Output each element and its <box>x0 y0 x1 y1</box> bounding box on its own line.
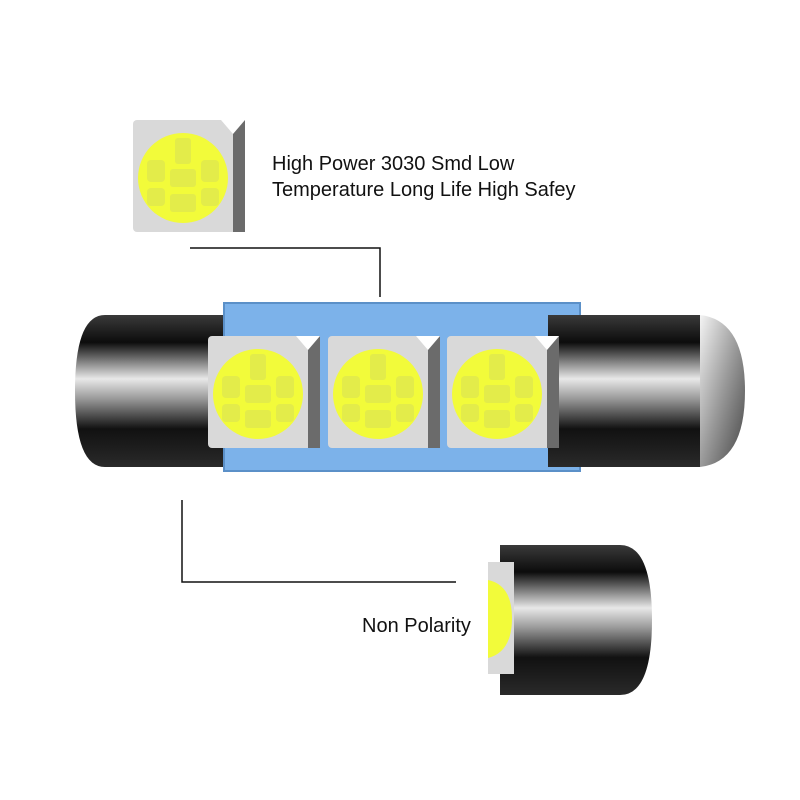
feature-description: High Power 3030 Smd Low Temperature Long… <box>272 151 576 203</box>
feature-line-1: High Power 3030 Smd Low <box>272 153 515 175</box>
left-end-cap <box>75 315 232 467</box>
feature-line-2: Temperature Long Life High Safey <box>272 179 576 201</box>
led-chip-icon <box>208 336 320 448</box>
festoon-bulb <box>75 302 745 472</box>
led-chip-icon <box>328 336 440 448</box>
right-end-cap <box>548 315 745 467</box>
end-cap-detail <box>488 545 652 695</box>
non-polarity-label: Non Polarity <box>362 615 471 637</box>
led-chip-icon <box>447 336 559 448</box>
smd-chip-icon <box>133 120 245 232</box>
callout-line-bottom <box>181 500 456 583</box>
callout-line-top <box>190 247 381 297</box>
